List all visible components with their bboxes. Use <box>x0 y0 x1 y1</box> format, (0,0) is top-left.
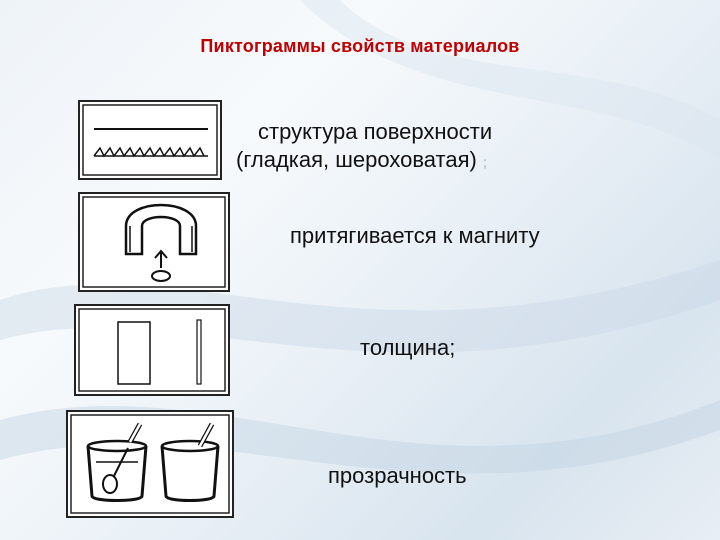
surface-label: структура поверхности (гладкая, шерохова… <box>236 118 636 176</box>
surface-label-line1: структура поверхности <box>258 119 493 144</box>
transparency-label: прозрачность <box>328 463 467 488</box>
thickness-label: толщина; <box>360 335 456 360</box>
surface-label-semicolon: ; <box>482 154 487 170</box>
magnet-label: притягивается к магниту <box>290 223 540 248</box>
picto-frame-thickness <box>74 304 230 396</box>
page-title: Пиктограммы свойств материалов <box>200 36 520 56</box>
surface-texture-icon <box>82 104 218 176</box>
magnet-icon <box>82 196 226 288</box>
picto-frame-surface <box>78 100 222 180</box>
transparency-icon <box>70 414 230 514</box>
surface-label-line2: (гладкая, шероховатая) <box>236 147 477 172</box>
picto-frame-magnet <box>78 192 230 292</box>
thickness-icon <box>78 308 226 392</box>
picto-frame-transparency <box>66 410 234 518</box>
